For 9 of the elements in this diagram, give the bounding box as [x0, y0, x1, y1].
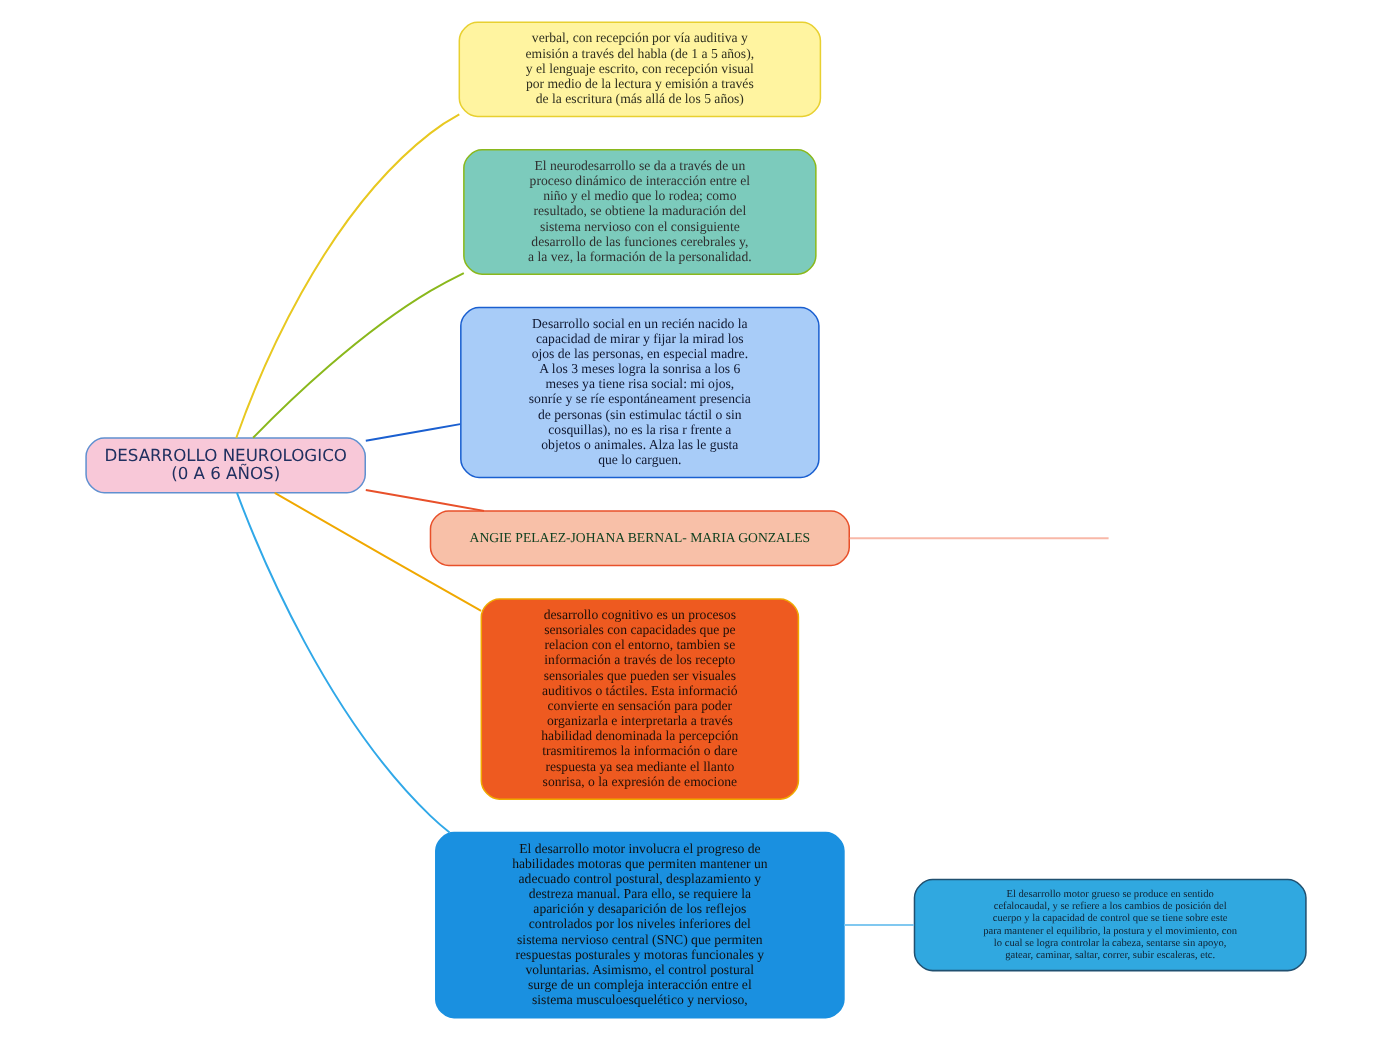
connector — [364, 423, 462, 442]
connector — [273, 491, 483, 612]
connector — [364, 488, 486, 512]
connector — [252, 272, 465, 439]
node-box: DESARROLLO NEUROLOGICO (0 A 6 AÑOS) — [85, 437, 366, 494]
connector — [848, 537, 1110, 540]
connector — [235, 113, 461, 439]
connector — [843, 924, 916, 927]
connector — [236, 491, 451, 834]
